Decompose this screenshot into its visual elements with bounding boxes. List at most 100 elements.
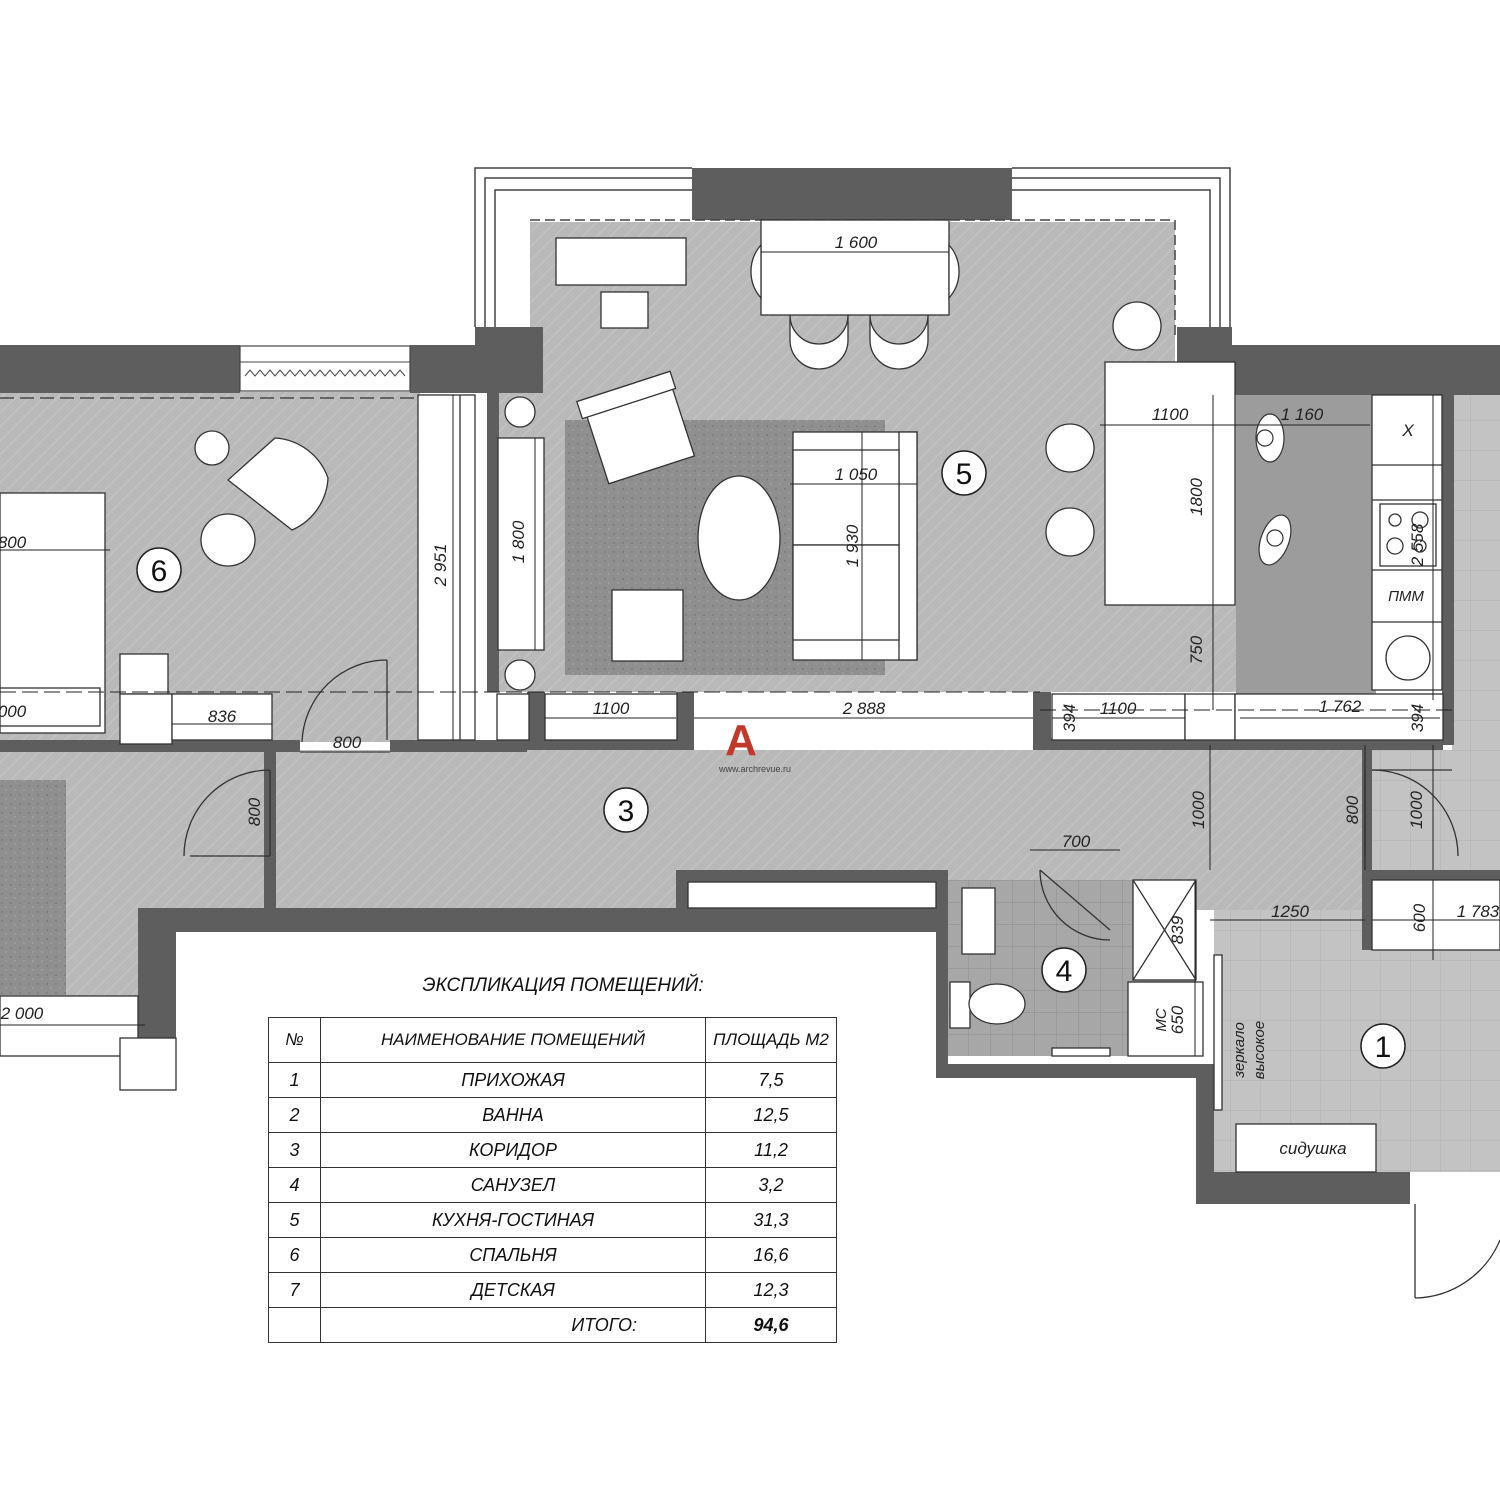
- hob: [1379, 503, 1437, 567]
- row-num: 3: [268, 1132, 321, 1168]
- bathroom-fixtures: [949, 879, 1204, 1057]
- dim-label: 1000: [1189, 791, 1208, 829]
- table-row: 7 ДЕТСКАЯ 12,3: [268, 1272, 837, 1308]
- total-value: 94,6: [705, 1307, 837, 1343]
- dim-label: 1100: [1152, 405, 1189, 424]
- dim-label: 1800: [1187, 478, 1206, 516]
- sofa-seat: [792, 544, 900, 641]
- dim-label: 2 951: [431, 544, 450, 588]
- dining-chair: [869, 314, 929, 370]
- row-area: 7,5: [705, 1062, 837, 1098]
- toilet-tank: [949, 981, 971, 1029]
- pouf: [504, 659, 536, 691]
- hall-fixtures: [1213, 954, 1377, 1173]
- row-area: 12,3: [705, 1272, 837, 1308]
- row-name: САНУЗЕЛ: [320, 1167, 706, 1203]
- bench: [497, 437, 545, 651]
- pouf: [504, 396, 536, 428]
- header-num: №: [268, 1017, 321, 1063]
- dim-label: 1250: [1271, 902, 1309, 921]
- sofa-seat: [792, 449, 900, 546]
- hall-seat: [1235, 1123, 1377, 1173]
- room-schedule: ЭКСПЛИКАЦИЯ ПОМЕЩЕНИЙ: № НАИМЕНОВАНИЕ ПО…: [268, 975, 838, 1343]
- toilet-bowl: [968, 983, 1026, 1025]
- row-num: 1: [268, 1062, 321, 1098]
- washing-machine: [1385, 635, 1431, 681]
- nightstand: [119, 653, 169, 695]
- row-num: 2: [268, 1097, 321, 1133]
- lounge-chair: [226, 437, 329, 531]
- row-name: ДЕТСКАЯ: [320, 1272, 706, 1308]
- dim-label: 1 762: [1319, 697, 1362, 716]
- table-row: 2 ВАННА 12,5: [268, 1097, 837, 1133]
- row-area: 11,2: [705, 1132, 837, 1168]
- dim-label: 394: [1060, 704, 1079, 732]
- left-rug: [0, 780, 66, 995]
- dining-chair: [948, 243, 960, 300]
- schedule-title: ЭКСПЛИКАЦИЯ ПОМЕЩЕНИЙ:: [422, 975, 704, 996]
- bar-stool: [1045, 507, 1095, 557]
- table-row: 6 СПАЛЬНЯ 16,6: [268, 1237, 837, 1273]
- row-area: 3,2: [705, 1167, 837, 1203]
- dim-label: 1100: [593, 699, 630, 718]
- row-name: КУХНЯ-ГОСТИНАЯ: [320, 1202, 706, 1238]
- armchair-back: [576, 370, 677, 420]
- dining-chair: [789, 314, 849, 370]
- room-number-3: 3: [618, 795, 635, 828]
- dim-label: 1 600: [835, 233, 878, 252]
- watermark-url: www.archrevue.ru: [718, 764, 791, 774]
- kitchen-island: [1104, 361, 1236, 606]
- sideboard: [417, 394, 476, 741]
- row-name: КОРИДОР: [320, 1132, 706, 1168]
- seat-label: сидушка: [1279, 1139, 1346, 1158]
- washer-label: МС: [1153, 1008, 1170, 1031]
- dim-label: 1 930: [843, 524, 862, 567]
- dim-label: 2 000: [0, 1004, 44, 1023]
- mirror-label: зеркало: [1231, 1022, 1248, 1079]
- table-row: 3 КОРИДОР 11,2: [268, 1132, 837, 1168]
- total-label: ИТОГО:: [320, 1307, 706, 1343]
- room-number-5: 5: [956, 458, 973, 491]
- floor-right-hall: [1372, 750, 1500, 870]
- dim-label: 1 160: [1281, 405, 1324, 424]
- dim-label: 650: [1168, 1005, 1187, 1034]
- mirror-label-2: высокое: [1251, 1021, 1268, 1079]
- dim-label: 800: [1343, 795, 1362, 824]
- dim-label: 600: [1410, 903, 1429, 932]
- bedroom-window: [239, 345, 411, 392]
- header-area: ПЛОЩАДЬ М2: [705, 1017, 837, 1063]
- built-ins: [119, 693, 1500, 1091]
- row-area: 12,5: [705, 1097, 837, 1133]
- dim-label: 2 888: [842, 699, 886, 718]
- cabinet-cross: X: [1401, 421, 1414, 440]
- coffee-table: [697, 475, 781, 601]
- row-num: 5: [268, 1202, 321, 1238]
- row-num: 4: [268, 1167, 321, 1203]
- table-row: 4 САНУЗЕЛ 3,2: [268, 1167, 837, 1203]
- dim-label: 2 558: [1408, 523, 1427, 567]
- room-number-4: 4: [1056, 955, 1073, 988]
- ottoman: [611, 589, 684, 662]
- room-number-1: 1: [1375, 1031, 1392, 1064]
- sink: [961, 887, 996, 955]
- dim-label: 800: [333, 733, 362, 752]
- tv-console: [555, 237, 687, 286]
- dim-label: 800: [0, 533, 27, 552]
- row-name: ПРИХОЖАЯ: [320, 1062, 706, 1098]
- dim-label: 800: [245, 797, 264, 826]
- row-name: ВАННА: [320, 1097, 706, 1133]
- dimension-lines: [0, 251, 1500, 1056]
- table-row: 1 ПРИХОЖАЯ 7,5: [268, 1062, 837, 1098]
- watermark-logo: A: [725, 716, 757, 765]
- table-row: 5 КУХНЯ-ГОСТИНАЯ 31,3: [268, 1202, 837, 1238]
- bar-stool: [1045, 423, 1095, 473]
- schedule-table: № НАИМЕНОВАНИЕ ПОМЕЩЕНИЙ ПЛОЩАДЬ М2 1 ПР…: [268, 1017, 837, 1343]
- dim-label: 394: [1408, 704, 1427, 732]
- dimension-labels: 1 600 1100 1 160 1 050 1 930 1 800 2 951…: [0, 233, 1500, 1034]
- dishwasher-label: ПММ: [1388, 588, 1424, 605]
- total-empty: [268, 1307, 321, 1343]
- row-num: 7: [268, 1272, 321, 1308]
- dim-label: 839: [1168, 915, 1187, 944]
- dim-label: 836: [208, 707, 237, 726]
